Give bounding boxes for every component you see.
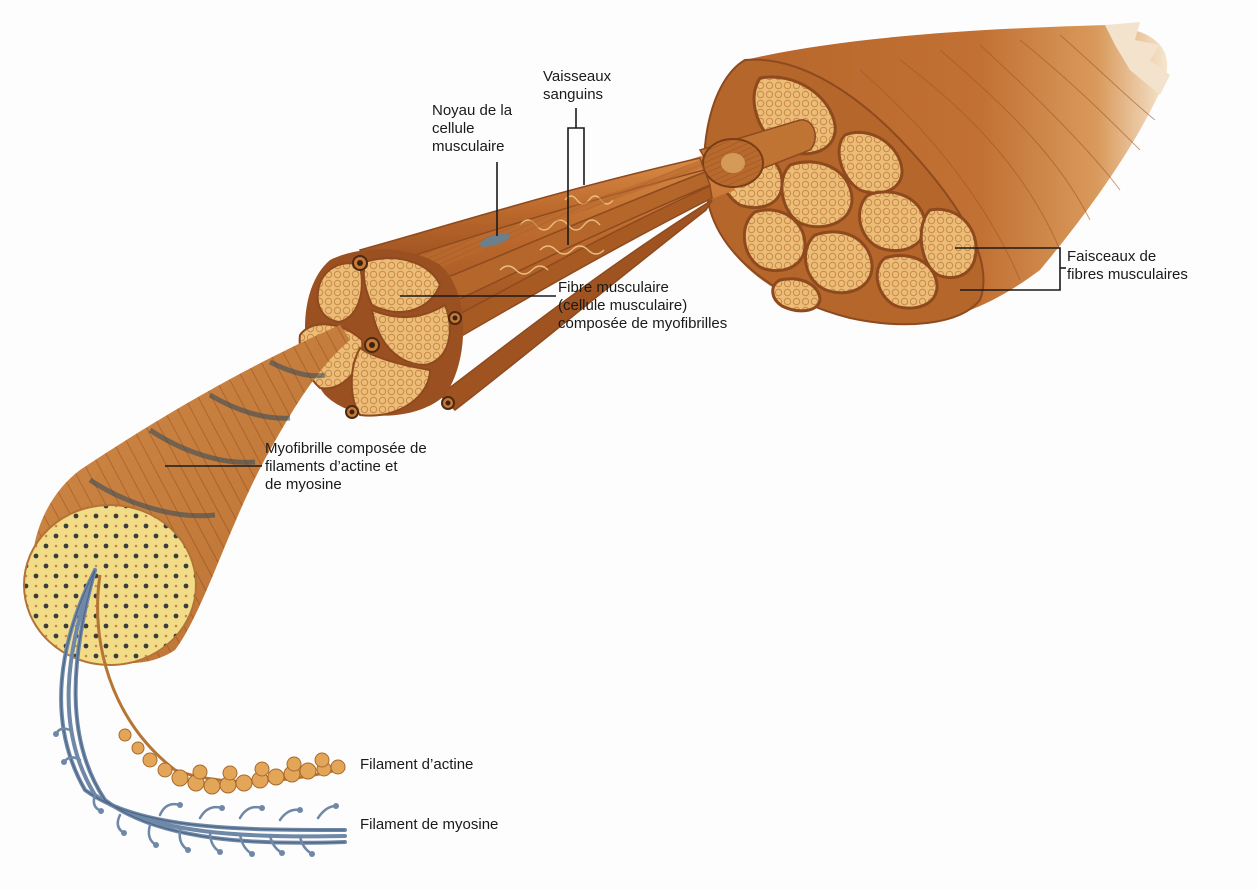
label-myofibril-line-3: de myosine xyxy=(265,476,427,494)
label-myofibril-line-2: filaments d’actine et xyxy=(265,458,427,476)
label-myofibril: Myofibrille composée de filaments d’acti… xyxy=(265,440,427,494)
label-fibre-line-3: composée de myofibrilles xyxy=(558,315,727,333)
label-nucleus: Noyau de la cellule musculaire xyxy=(432,102,512,156)
label-actin: Filament d’actine xyxy=(360,756,473,774)
label-vessels-line-2: sanguins xyxy=(543,86,611,104)
label-myosin-line-1: Filament de myosine xyxy=(360,816,498,834)
label-fascicles-line-2: fibres musculaires xyxy=(1067,266,1188,284)
label-fibre: Fibre musculaire (cellule musculaire) co… xyxy=(558,279,727,333)
label-vessels-line-1: Vaisseaux xyxy=(543,68,611,86)
label-myofibril-line-1: Myofibrille composée de xyxy=(265,440,427,458)
label-actin-line-1: Filament d’actine xyxy=(360,756,473,774)
label-nucleus-line-1: Noyau de la xyxy=(432,102,512,120)
label-fascicles: Faisceaux de fibres musculaires xyxy=(1067,248,1188,284)
label-myosin: Filament de myosine xyxy=(360,816,498,834)
label-fibre-line-2: (cellule musculaire) xyxy=(558,297,727,315)
label-fascicles-line-1: Faisceaux de xyxy=(1067,248,1188,266)
myofibril xyxy=(24,325,350,665)
label-fibre-line-1: Fibre musculaire xyxy=(558,279,727,297)
label-nucleus-line-3: musculaire xyxy=(432,138,512,156)
label-vessels: Vaisseaux sanguins xyxy=(543,68,611,104)
label-nucleus-line-2: cellule xyxy=(432,120,512,138)
